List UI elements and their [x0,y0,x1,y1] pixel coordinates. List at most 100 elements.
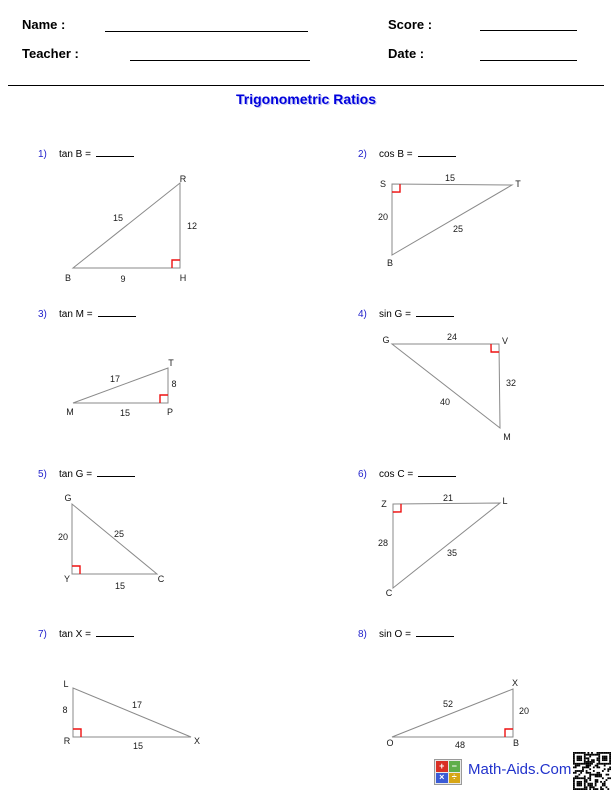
triangle-side-label: 25 [114,529,124,539]
right-angle-marker [392,503,402,513]
triangle-vertex-label: C [386,588,393,598]
triangle-vertex-label: M [503,432,511,442]
problem-number: 6) [358,469,367,480]
right-angle-marker [159,394,168,403]
triangle-vertex-label: L [502,496,507,506]
triangle-vertex-label: X [512,678,518,688]
problem-question: sin O = [379,629,411,640]
triangle-side-label: 35 [447,548,457,558]
right-angle-marker [490,343,500,353]
right-angle-marker [171,259,180,268]
triangle-vertex-label: Y [64,574,70,584]
question-line: 7) tan X = [38,626,134,640]
answer-blank [97,466,136,477]
problem-question: cos B = [379,149,413,160]
triangle-vertex-label: H [180,273,187,283]
triangle-vertex-label: C [158,574,165,584]
problem-number: 4) [358,309,367,320]
brand-link[interactable]: Math-Aids.Com [468,761,572,778]
question-line: 5)tan G = [38,466,136,480]
triangle-vertex-label: S [380,179,386,189]
triangle-side-label: 21 [443,493,453,503]
divide-icon: ÷ [448,772,460,783]
triangle-outline [72,687,192,738]
question-line: 8) sin O = [358,626,454,640]
triangle-side-label: 48 [455,740,465,750]
answer-blank [95,626,134,637]
triangle-side-label: 9 [120,274,125,284]
name-label: Name : [22,17,66,32]
header-divider [8,85,604,86]
problem-question: cos C = [379,469,414,480]
problem-question: tan G = [59,469,93,480]
triangle-vertex-label: B [513,738,519,748]
triangle-vertex-label: Z [381,499,387,509]
problem: Z L C 21 28 35 6) cos C = [350,460,610,612]
triangle-vertex-label: R [64,736,71,746]
triangle-side-label: 12 [187,221,197,231]
answer-blank [415,626,454,637]
triangle-vertex-label: O [386,738,393,748]
triangle-figure: Z L C 21 28 35 [378,493,508,598]
question-line: 4) sin G = [358,306,454,320]
triangle-side-label: 8 [171,379,176,389]
triangle-vertex-label: M [66,407,74,417]
triangle-side-label: 20 [378,212,388,222]
problem-question: tan X = [59,629,91,640]
triangle-vertex-label: R [180,174,187,184]
teacher-blank-line [130,60,310,61]
triangle-vertex-label: P [167,407,173,417]
right-angle-marker [504,728,513,737]
problem-number: 7) [38,629,47,640]
teacher-label: Teacher : [22,46,79,61]
right-angle-marker [391,184,401,193]
problem-question: sin G = [379,309,411,320]
triangle-vertex-label: G [382,335,389,345]
triangle-outline [391,688,514,738]
date-label: Date : [388,46,425,61]
answer-blank [97,306,136,317]
triangle-side-label: 20 [519,706,529,716]
triangle-side-label: 15 [113,213,123,223]
triangle-side-label: 40 [440,397,450,407]
triangle-outline [71,502,159,575]
page-title: Trigonometric Ratios [235,91,377,107]
question-line: 3)tan M = [38,306,136,320]
minus-icon: − [448,761,460,772]
triangle-side-label: 17 [132,700,142,710]
problem-number: 8) [358,629,367,640]
triangle-side-label: 15 [133,741,143,751]
triangle-side-label: 25 [453,224,463,234]
answer-blank [418,466,457,477]
triangle-outline [390,343,501,430]
question-line: 6) cos C = [358,466,457,480]
right-angle-marker [73,728,82,737]
problem-number: 2) [358,149,367,160]
triangle-vertex-label: V [502,336,508,346]
qr-code-icon [573,752,611,790]
problem-question: tan M = [59,309,93,320]
triangle-side-label: 8 [62,705,67,715]
triangle-side-label: 28 [378,538,388,548]
score-label: Score : [388,17,433,32]
date-blank-line [480,60,577,61]
triangle-outline [391,183,514,256]
triangle-vertex-label: B [65,273,71,283]
answer-blank [417,146,456,157]
triangle-vertex-label: X [194,736,200,746]
problem-question: tan B = [59,149,91,160]
plus-icon: + [436,761,448,772]
triangle-vertex-label: T [515,179,521,189]
triangle-vertex-label: G [64,493,71,503]
